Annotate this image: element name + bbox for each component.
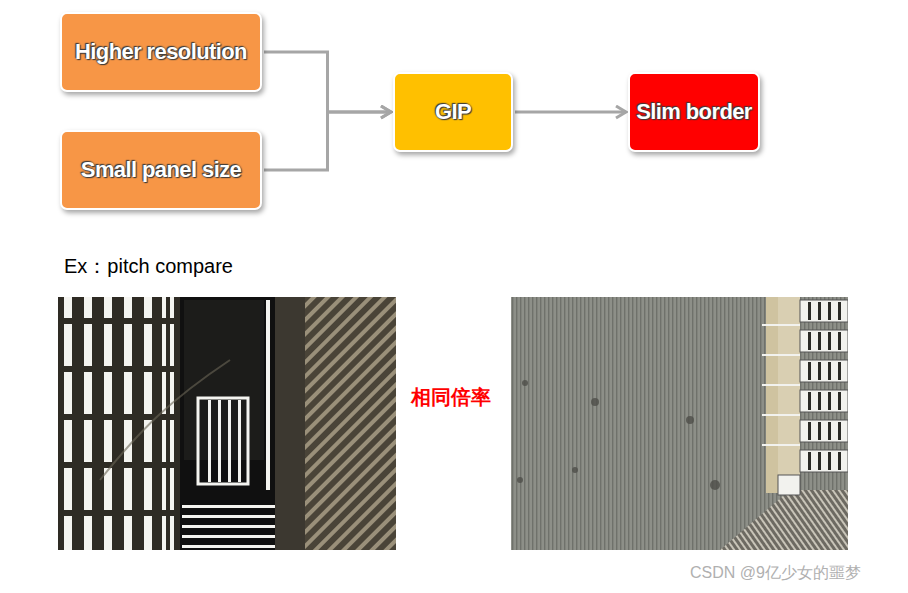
right-photo — [511, 297, 848, 550]
flow-connector — [515, 111, 626, 114]
watermark: CSDN @9亿少女的噩梦 — [690, 563, 861, 584]
box-label: Slim border — [636, 99, 752, 125]
cause-box: Higher resolution — [60, 12, 262, 92]
process-box: GIP — [393, 72, 513, 152]
box-label: Small panel size — [81, 157, 241, 183]
result-box: Slim border — [628, 72, 760, 152]
cause-box: Small panel size — [60, 130, 262, 210]
magnification-note: 相同倍率 — [411, 384, 491, 411]
example-caption: Ex：pitch compare — [64, 253, 233, 280]
box-label: Higher resolution — [75, 39, 247, 65]
flow-connector — [264, 112, 391, 170]
box-label: GIP — [435, 99, 471, 125]
left-photo — [58, 297, 396, 550]
flow-connector — [264, 52, 391, 112]
